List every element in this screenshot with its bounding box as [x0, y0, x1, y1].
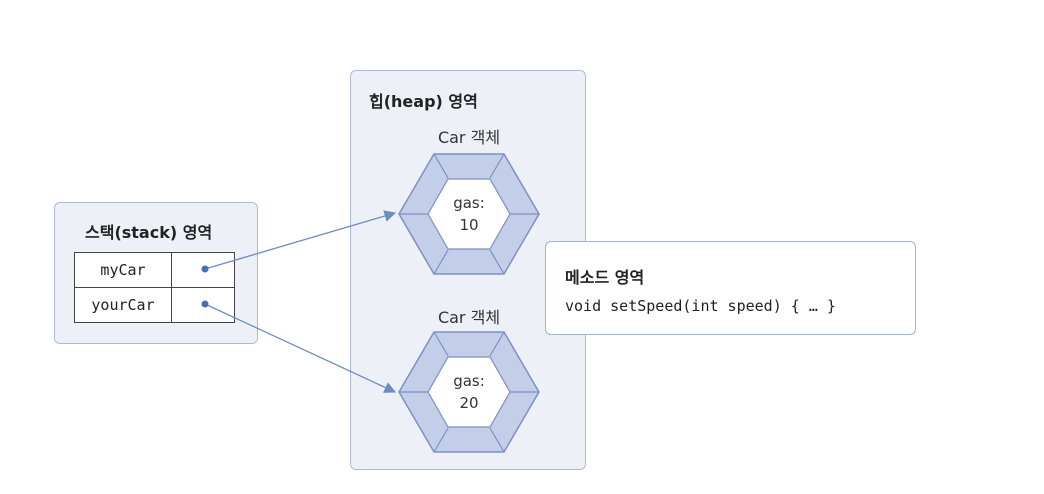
- car-object-label: Car 객체: [437, 308, 501, 327]
- method-area-title: 메소드 영역: [565, 268, 645, 287]
- variable-name: myCar: [74, 252, 172, 288]
- stack-area-title: 스택(stack) 영역: [85, 223, 213, 242]
- stack-variable-row: yourCar: [74, 287, 235, 323]
- method-signature: void setSpeed(int speed) { … }: [565, 297, 836, 315]
- method-area: 메소드 영역 void setSpeed(int speed) { … }: [545, 241, 916, 335]
- car-object-field: gas: 20: [439, 370, 499, 414]
- car-object-hexagon: [398, 153, 540, 275]
- stack-variable-table: myCar yourCar: [74, 252, 235, 323]
- field-name: gas:: [453, 372, 485, 390]
- yourcar-reference-arrow: [204, 303, 397, 393]
- field-value: 10: [459, 216, 479, 234]
- heap-area-title: 힙(heap) 영역: [369, 92, 478, 111]
- car-object-label: Car 객체: [437, 128, 501, 147]
- yourcar-reference-dot: [201, 300, 209, 308]
- car-object-field: gas: 10: [439, 192, 499, 236]
- mycar-reference-dot: [201, 265, 209, 273]
- car-object-hexagon: [398, 331, 540, 453]
- field-value: 20: [459, 394, 479, 412]
- variable-name: yourCar: [74, 287, 172, 323]
- field-name: gas:: [453, 194, 485, 212]
- mycar-reference-arrow: [204, 210, 397, 270]
- stack-variable-row: myCar: [74, 252, 235, 288]
- stack-area: 스택(stack) 영역 myCar yourCar: [54, 202, 258, 344]
